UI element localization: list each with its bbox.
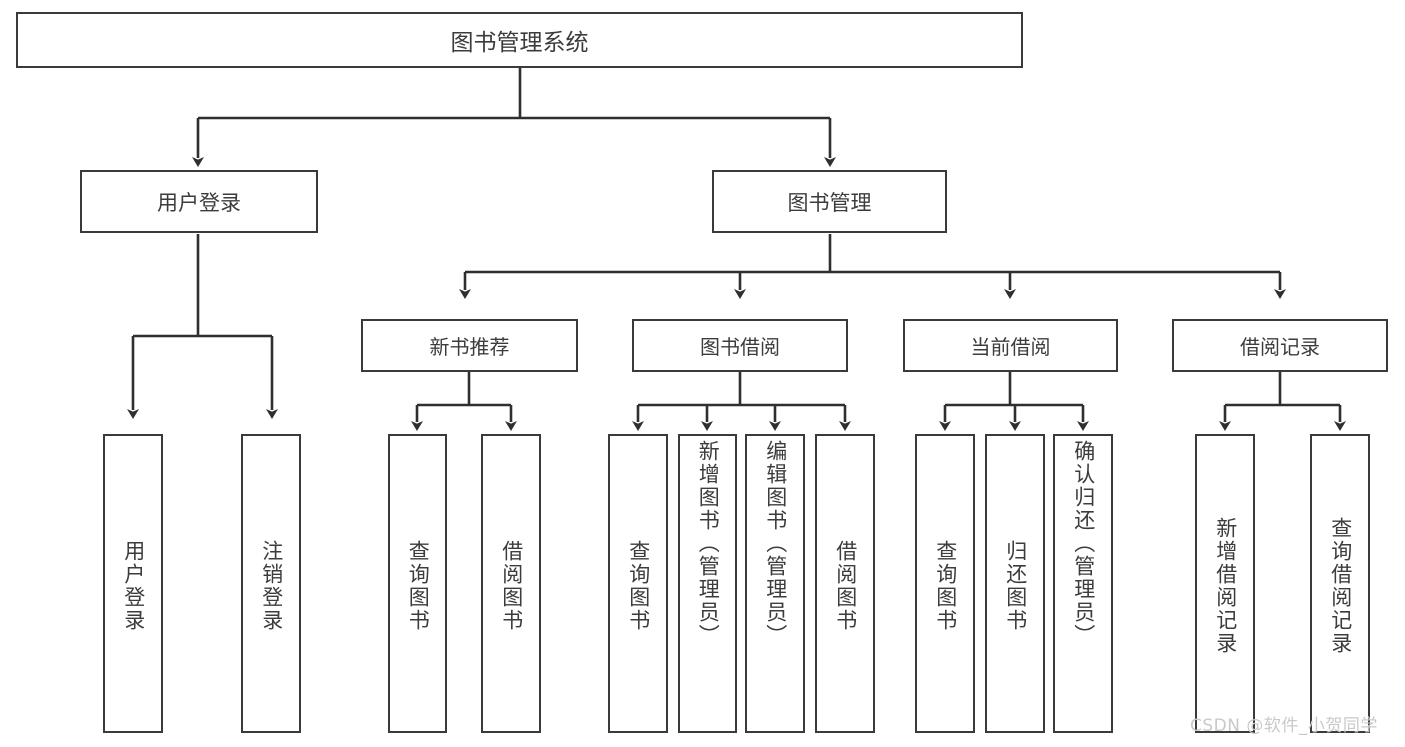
- leaf-new-book-borrow[interactable]: 借阅图书: [481, 434, 541, 733]
- leaf-label: 归还图书: [1003, 539, 1028, 632]
- leaf-book-borrow-borrow[interactable]: 借阅图书: [815, 434, 875, 733]
- node-user-login[interactable]: 用户登录: [80, 170, 318, 233]
- leaf-label: 查询图书: [626, 539, 651, 632]
- leaf-label: 用户登录: [121, 539, 146, 632]
- leaf-borrow-record-query[interactable]: 查询借阅记录: [1310, 434, 1370, 733]
- node-book-management[interactable]: 图书管理: [712, 170, 947, 233]
- node-book-borrow-label: 图书借阅: [700, 335, 780, 359]
- leaf-label: 编辑图书（管理员）: [763, 440, 788, 647]
- leaf-current-borrow-query[interactable]: 查询图书: [915, 434, 975, 733]
- node-root-label: 图书管理系统: [450, 30, 589, 56]
- leaf-label: 借阅图书: [499, 539, 524, 632]
- node-borrow-record-label: 借阅记录: [1240, 335, 1320, 359]
- node-current-borrow-label: 当前借阅: [970, 335, 1051, 359]
- leaf-book-borrow-add[interactable]: 新增图书（管理员）: [678, 434, 737, 733]
- node-book-management-label: 图书管理: [787, 190, 872, 215]
- csdn-watermark: CSDN @软件_小贺同学: [1190, 716, 1378, 736]
- node-book-borrow[interactable]: 图书借阅: [632, 319, 848, 372]
- leaf-user-login-logout[interactable]: 注销登录: [241, 434, 301, 733]
- leaf-user-login-login[interactable]: 用户登录: [103, 434, 163, 733]
- leaf-book-borrow-edit[interactable]: 编辑图书（管理员）: [745, 434, 805, 733]
- node-current-borrow[interactable]: 当前借阅: [903, 319, 1118, 372]
- leaf-book-borrow-query[interactable]: 查询图书: [608, 434, 668, 733]
- leaf-current-borrow-return[interactable]: 归还图书: [985, 434, 1045, 733]
- node-borrow-record[interactable]: 借阅记录: [1172, 319, 1388, 372]
- node-user-login-label: 用户登录: [157, 190, 241, 215]
- leaf-label: 借阅图书: [833, 539, 858, 632]
- node-new-book-recommend[interactable]: 新书推荐: [361, 319, 578, 372]
- leaf-label: 查询图书: [933, 539, 958, 632]
- leaf-borrow-record-add[interactable]: 新增借阅记录: [1195, 434, 1255, 733]
- leaf-current-borrow-confirm-return[interactable]: 确认归还（管理员）: [1053, 434, 1113, 733]
- leaf-label: 确认归还（管理员）: [1071, 440, 1096, 647]
- leaf-label: 查询图书: [406, 539, 431, 632]
- leaf-label: 新增借阅记录: [1213, 516, 1238, 655]
- leaf-label: 查询借阅记录: [1328, 516, 1353, 655]
- node-new-book-recommend-label: 新书推荐: [429, 335, 510, 359]
- leaf-new-book-query[interactable]: 查询图书: [388, 434, 447, 733]
- node-root[interactable]: 图书管理系统: [16, 12, 1023, 68]
- leaf-label: 注销登录: [259, 539, 284, 632]
- leaf-label: 新增图书（管理员）: [696, 440, 721, 647]
